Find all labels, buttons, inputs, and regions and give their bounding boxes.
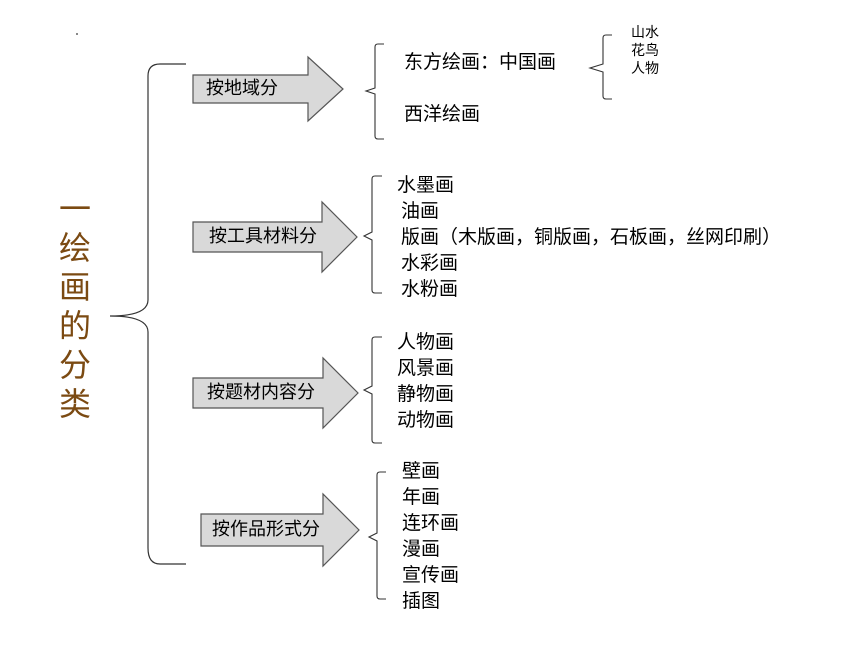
item-material-ink: 水墨画: [397, 174, 455, 196]
arrow-form: [200, 492, 360, 568]
category-label-material: 按工具材料分: [209, 226, 317, 247]
item-region-eastern: 东方绘画：中国画: [404, 51, 557, 73]
main-brace: [109, 63, 186, 565]
item-subject-figure: 人物画: [397, 331, 455, 353]
subitem-figure: 人物: [631, 61, 659, 77]
arrow-region: [192, 55, 344, 123]
stray-dot: [76, 33, 78, 35]
category-label-subject: 按题材内容分: [207, 382, 315, 403]
item-subject-stilllife: 静物画: [397, 383, 455, 405]
category-label-form: 按作品形式分: [212, 519, 320, 540]
arrow-material: [192, 200, 358, 274]
brace-region: [364, 43, 384, 140]
brace-subregion: [588, 34, 612, 100]
item-form-newyear: 年画: [402, 486, 441, 508]
item-form-poster: 宣传画: [402, 564, 460, 586]
subitem-flower-bird: 花鸟: [631, 43, 659, 59]
item-region-western: 西洋绘画: [404, 103, 481, 125]
arrow-subject: [192, 356, 359, 430]
subitem-landscape: 山水: [631, 25, 659, 41]
brace-material: [362, 175, 382, 294]
item-material-gouache: 水粉画: [401, 278, 459, 300]
item-form-cartoon: 漫画: [402, 538, 441, 560]
item-material-print: 版画（木版画，铜版画，石板画，丝网印刷）: [401, 226, 782, 248]
diagram-title: 一 绘 画 的 分 类: [58, 190, 91, 423]
item-material-watercolor: 水彩画: [401, 252, 459, 274]
brace-form: [367, 471, 386, 600]
item-form-comic-strip: 连环画: [402, 512, 460, 534]
item-subject-animal: 动物画: [397, 409, 455, 431]
item-material-oil: 油画: [401, 200, 440, 222]
item-subject-landscape: 风景画: [397, 357, 455, 379]
brace-subject: [362, 336, 382, 444]
item-form-mural: 壁画: [402, 460, 441, 482]
item-form-illustration: 插图: [402, 590, 441, 612]
category-label-region: 按地域分: [206, 78, 278, 99]
